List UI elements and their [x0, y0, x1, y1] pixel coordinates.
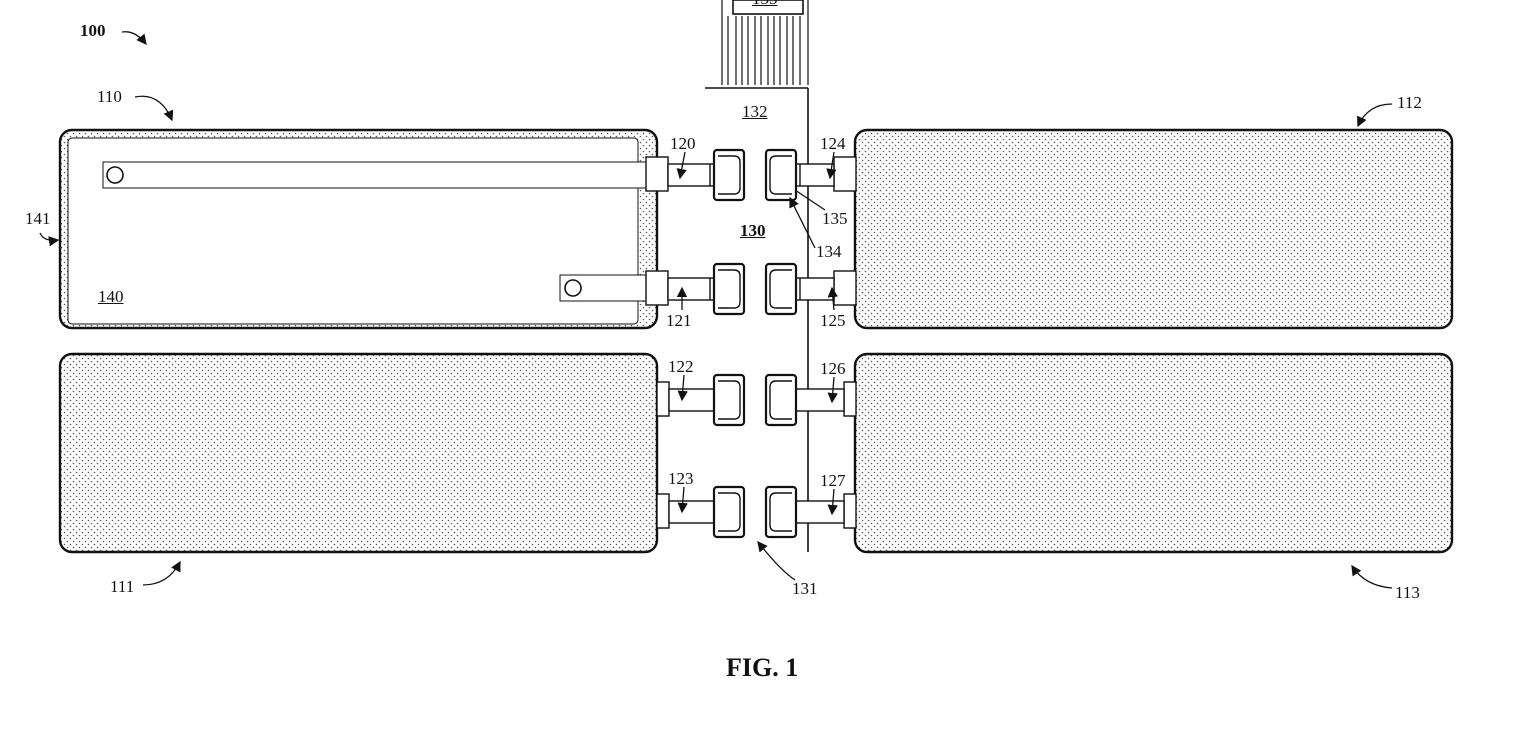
label-133: 133: [752, 0, 778, 7]
cable-bundle: [705, 0, 808, 88]
label-125: 125: [820, 312, 846, 329]
panel-110: [60, 130, 657, 328]
label-110: 110: [97, 88, 122, 105]
left-connectors: [646, 150, 744, 537]
label-130: 130: [740, 222, 766, 239]
panel-112: [855, 130, 1452, 328]
panel-111: [60, 354, 657, 552]
label-140: 140: [98, 288, 124, 305]
label-113: 113: [1395, 584, 1420, 601]
label-127: 127: [820, 472, 846, 489]
label-141: 141: [25, 210, 51, 227]
panel-113: [855, 354, 1452, 552]
label-131: 131: [792, 580, 818, 597]
label-123: 123: [668, 470, 694, 487]
label-126: 126: [820, 360, 846, 377]
label-135: 135: [822, 210, 848, 227]
label-120: 120: [670, 135, 696, 152]
label-124: 124: [820, 135, 846, 152]
label-134: 134: [816, 243, 842, 260]
label-111: 111: [110, 578, 134, 595]
figure-caption: FIG. 1: [726, 655, 798, 681]
label-112: 112: [1397, 94, 1422, 111]
label-132: 132: [742, 103, 768, 120]
label-122: 122: [668, 358, 694, 375]
label-100: 100: [80, 22, 106, 39]
label-121: 121: [666, 312, 692, 329]
